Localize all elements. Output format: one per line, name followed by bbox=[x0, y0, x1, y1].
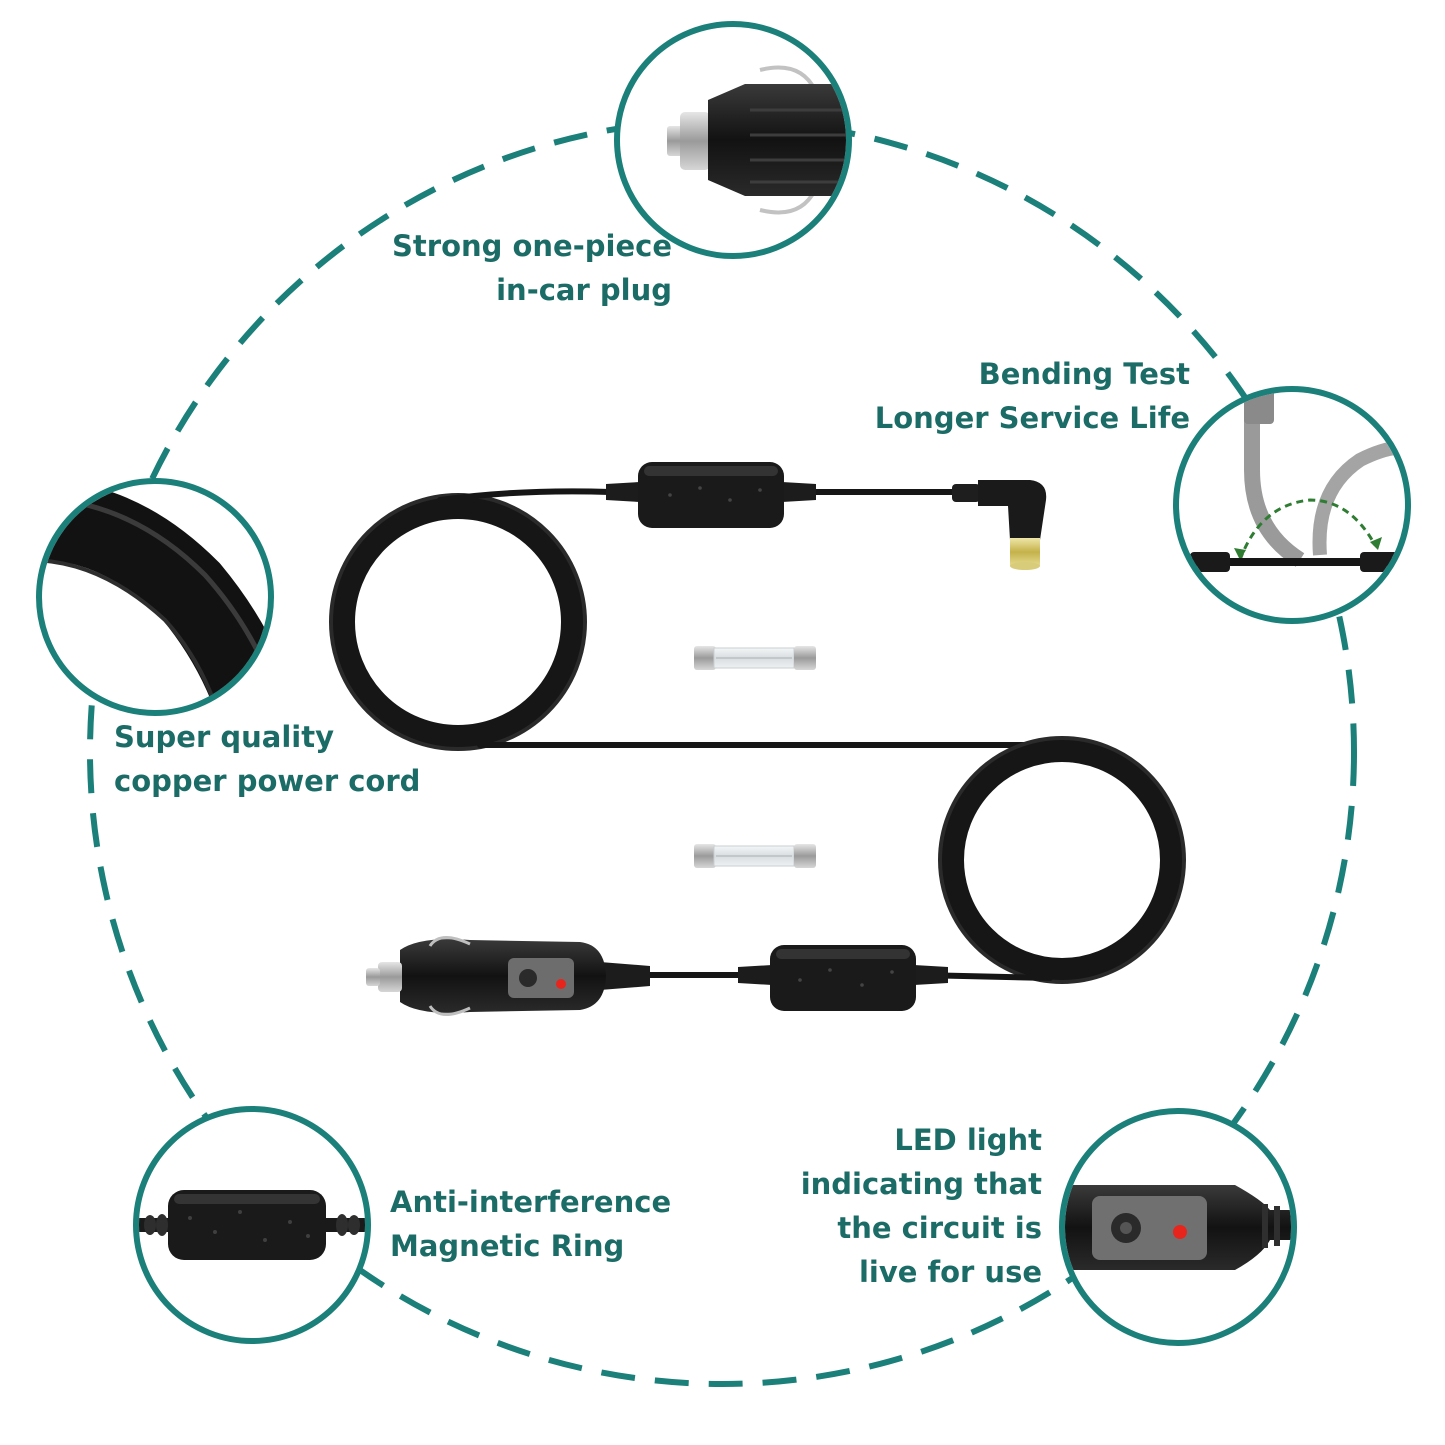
lower-cable-coil bbox=[940, 738, 1184, 982]
cord-feature-line2: copper power cord bbox=[114, 764, 421, 798]
dc-barrel-plug bbox=[952, 480, 1047, 570]
ring-feature-label: Anti-interference Magnetic Ring bbox=[390, 1180, 671, 1268]
upper-cable-run bbox=[437, 488, 958, 503]
led-feature-line3: the circuit is bbox=[837, 1211, 1042, 1245]
upper-ferrite-ring bbox=[606, 462, 816, 528]
ferrite-ring-closeup-icon bbox=[139, 1190, 365, 1260]
ring-feature-line1: Anti-interference bbox=[390, 1185, 672, 1219]
led-feature-line4: live for use bbox=[858, 1255, 1042, 1289]
car-plug-closeup-icon bbox=[667, 65, 846, 215]
upper-cable-coil bbox=[331, 495, 585, 749]
led-feature-line2: indicating that bbox=[800, 1167, 1042, 1201]
bending-feature-line2: Longer Service Life bbox=[874, 401, 1190, 435]
led-feature-label: LED light indicating that the circuit is… bbox=[801, 1118, 1042, 1294]
led-feature-line1: LED light bbox=[894, 1123, 1042, 1157]
plug-feature-line2: in-car plug bbox=[496, 273, 672, 307]
bending-feature-label: Bending Test Longer Service Life bbox=[875, 352, 1190, 440]
ring-feature-line2: Magnetic Ring bbox=[390, 1229, 625, 1263]
plug-feature-label: Strong one-piece in-car plug bbox=[392, 224, 672, 312]
cord-feature-line1: Super quality bbox=[114, 720, 334, 754]
power-cable bbox=[329, 488, 1186, 984]
bending-feature-line1: Bending Test bbox=[978, 357, 1190, 391]
led-closeup-icon bbox=[1065, 1185, 1291, 1270]
spare-fuse-top bbox=[694, 646, 816, 670]
lower-ferrite-ring bbox=[738, 945, 948, 1011]
bending-closeup-ring bbox=[1173, 386, 1411, 624]
plug-feature-line1: Strong one-piece bbox=[392, 229, 672, 263]
cigarette-lighter-plug bbox=[366, 936, 650, 1016]
spare-fuse-bottom bbox=[694, 844, 816, 868]
cord-feature-label: Super quality copper power cord bbox=[114, 715, 420, 803]
